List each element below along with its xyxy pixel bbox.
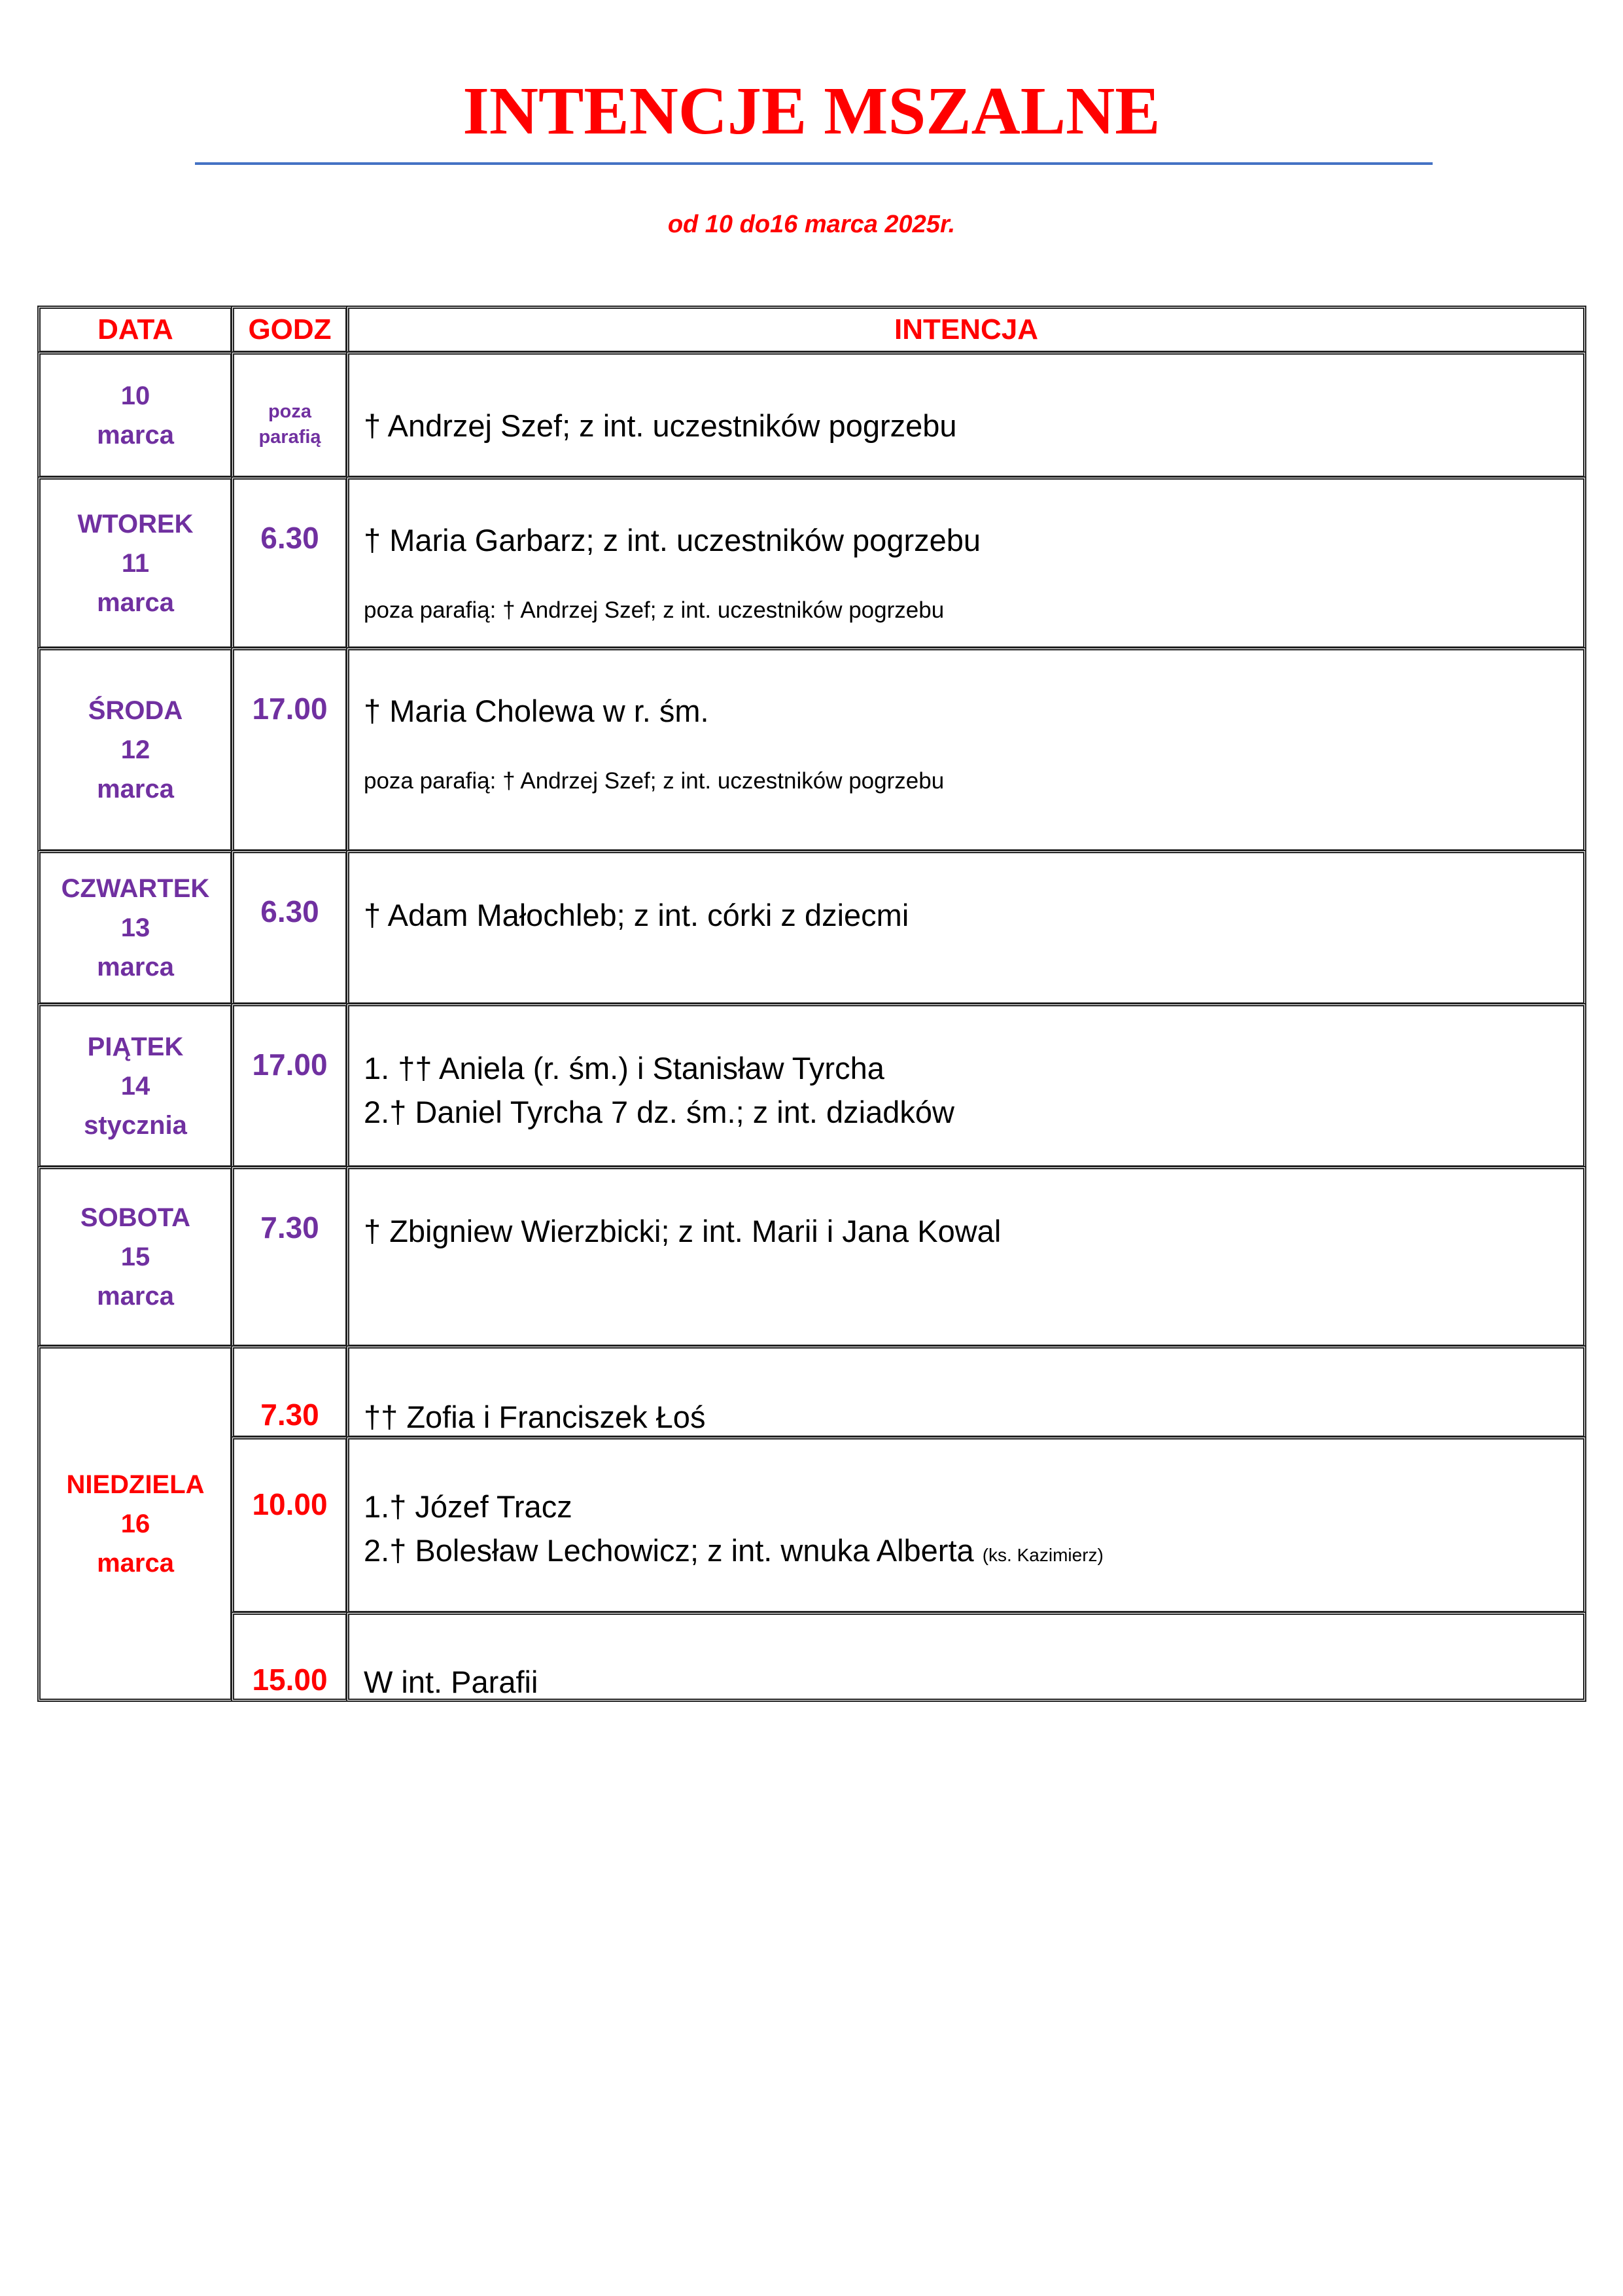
- page-title: INTENCJE MSZALNE: [462, 73, 1161, 149]
- title-divider: [195, 162, 1433, 165]
- date-day: NIEDZIELA: [66, 1470, 205, 1499]
- intention-note: poza parafią: † Andrzej Szef; z int. ucz…: [364, 597, 945, 623]
- date-number: 14: [120, 1071, 150, 1101]
- table-row-intention: 1.† Józef Tracz 2.† Bolesław Lechowicz; …: [346, 1436, 1586, 1614]
- table-row-time: poza parafią: [231, 351, 349, 479]
- table-row-intention: 1. †† Aniela (r. śm.) i Stanisław Tyrcha…: [346, 1003, 1586, 1169]
- table-row-intention: †† Zofia i Franciszek Łoś: [346, 1345, 1586, 1439]
- date-number: 11: [121, 548, 150, 578]
- date-month: marca: [97, 953, 174, 981]
- intention-note: poza parafią: † Andrzej Szef; z int. ucz…: [364, 768, 945, 794]
- intention-line: † Maria Garbarz; z int. uczestników pogr…: [364, 523, 981, 557]
- header-godz: GODZ: [231, 306, 349, 354]
- date-day: PIĄTEK: [87, 1032, 184, 1061]
- table-row-date: SOBOTA 15 marca: [37, 1166, 234, 1348]
- intention-line: † Maria Cholewa w r. śm.: [364, 694, 709, 728]
- table-row-time: 6.30: [231, 850, 349, 1006]
- table-row-time: 17.00: [231, 1003, 349, 1169]
- priest-note: (ks. Kazimierz): [982, 1544, 1104, 1565]
- table-row-intention: † Adam Małochleb; z int. córki z dziecmi: [346, 850, 1586, 1006]
- table-row-intention: † Zbigniew Wierzbicki; z int. Marii i Ja…: [346, 1166, 1586, 1348]
- date-range-subtitle: od 10 do16 marca 2025r.: [667, 211, 956, 238]
- intention-line-with-note: 2.† Bolesław Lechowicz; z int. wnuka Alb…: [364, 1529, 1583, 1573]
- table-row-date: NIEDZIELA 16 marca: [37, 1345, 234, 1702]
- intention-line: 2.† Bolesław Lechowicz; z int. wnuka Alb…: [364, 1532, 974, 1568]
- date-month: marca: [97, 1282, 174, 1311]
- header-data: DATA: [37, 306, 234, 354]
- table-row-intention: † Maria Cholewa w r. śm. poza parafią: †…: [346, 647, 1586, 853]
- intention-line: †† Zofia i Franciszek Łoś: [364, 1400, 706, 1434]
- table-row-time: 10.00: [231, 1436, 349, 1614]
- table-row-time: 15.00: [231, 1612, 349, 1702]
- table-row-date: 10 marca: [37, 351, 234, 479]
- header-intencja: INTENCJA: [346, 306, 1586, 354]
- table-row-intention: † Andrzej Szef; z int. uczestników pogrz…: [346, 351, 1586, 479]
- time-line2: parafią: [258, 427, 321, 448]
- intention-line: † Andrzej Szef; z int. uczestników pogrz…: [364, 408, 957, 443]
- date-month: marca: [97, 1548, 174, 1578]
- date-day: ŚRODA: [88, 696, 183, 725]
- intention-line: 1.† Józef Tracz: [364, 1489, 572, 1524]
- intention-line: † Zbigniew Wierzbicki; z int. Marii i Ja…: [364, 1214, 1002, 1248]
- date-number: 15: [120, 1243, 150, 1271]
- table-row-date: CZWARTEK 13 marca: [37, 850, 234, 1006]
- date-month: stycznia: [84, 1110, 187, 1140]
- table-row-intention: W int. Parafii: [346, 1612, 1586, 1702]
- table-row-date: WTOREK 11 marca: [37, 476, 234, 650]
- date-month: marca: [97, 588, 174, 617]
- date-number: 12: [120, 735, 150, 764]
- date-day: CZWARTEK: [61, 874, 210, 903]
- date-month: marca: [97, 775, 174, 804]
- table-row-time: 6.30: [231, 476, 349, 650]
- table-row-date: ŚRODA 12 marca: [37, 647, 234, 853]
- date-number: 16: [120, 1509, 150, 1538]
- intention-line: † Adam Małochleb; z int. córki z dziecmi: [364, 898, 909, 932]
- date-month: marca: [97, 420, 174, 450]
- table-row-time: 17.00: [231, 647, 349, 853]
- date-number: 13: [120, 913, 150, 942]
- table-row-intention: † Maria Garbarz; z int. uczestników pogr…: [346, 476, 1586, 650]
- intention-line: 2.† Daniel Tyrcha 7 dz. śm.; z int. dzia…: [364, 1094, 954, 1129]
- table-row-time: 7.30: [231, 1345, 349, 1439]
- date-day: WTOREK: [77, 509, 194, 539]
- time-line1: poza: [268, 401, 312, 422]
- table-row-date: PIĄTEK 14 stycznia: [37, 1003, 234, 1169]
- table-row-time: 7.30: [231, 1166, 349, 1348]
- date-number: 10: [120, 381, 150, 410]
- date-day: SOBOTA: [80, 1203, 191, 1232]
- intention-line: W int. Parafii: [364, 1665, 538, 1699]
- intention-line: 1. †† Aniela (r. śm.) i Stanisław Tyrcha: [364, 1051, 884, 1086]
